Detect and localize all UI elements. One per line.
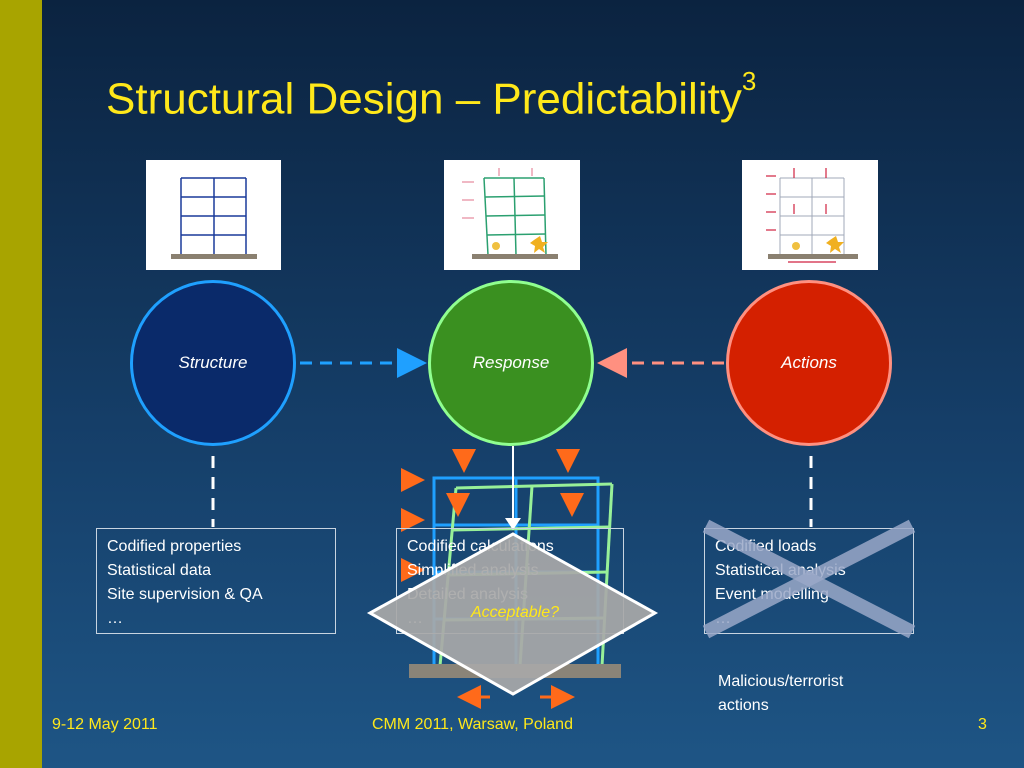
malicious-note: Malicious/terrorist actions: [718, 670, 843, 718]
footer-date: 9-12 May 2011: [52, 716, 158, 733]
actions-box-line: Event modelling: [715, 586, 829, 603]
response-circle: Response: [428, 280, 594, 446]
left-accent-bar: [0, 0, 42, 768]
actions-box-line: …: [715, 610, 731, 627]
actions-circle: Actions: [726, 280, 892, 446]
structure-box-line: Codified properties: [107, 538, 242, 555]
actions-label: Actions: [781, 353, 837, 372]
response-box-line: Simplified analysis: [407, 562, 539, 579]
note-line: actions: [718, 697, 769, 714]
actions-box-line: Codified loads: [715, 538, 817, 555]
decision-label: Acceptable?: [470, 604, 560, 621]
response-thumbnail: [444, 160, 580, 270]
response-label: Response: [472, 353, 550, 372]
structure-label: Structure: [178, 353, 248, 372]
structure-thumbnail: [146, 160, 281, 270]
footer-event: CMM 2011, Warsaw, Poland: [372, 716, 573, 733]
structure-box-line: …: [107, 610, 123, 627]
ground-base: [409, 664, 621, 678]
actions-info-box: Codified loads Statistical analysis Even…: [704, 528, 914, 634]
actions-thumbnail: [742, 160, 878, 270]
slide-title: Structural Design – Predictability3: [106, 66, 757, 124]
page-number: 3: [978, 716, 987, 733]
structure-box-line: Statistical data: [107, 562, 212, 579]
title-superscript: 3: [741, 66, 757, 96]
actions-box-line: Statistical analysis: [715, 562, 846, 579]
structure-box-line: Site supervision & QA: [107, 586, 263, 603]
structure-circle: Structure: [130, 280, 296, 446]
note-line: Malicious/terrorist: [718, 673, 844, 690]
structure-info-box: Codified properties Statistical data Sit…: [96, 528, 336, 634]
response-box-line: Codified calculations: [407, 538, 554, 555]
